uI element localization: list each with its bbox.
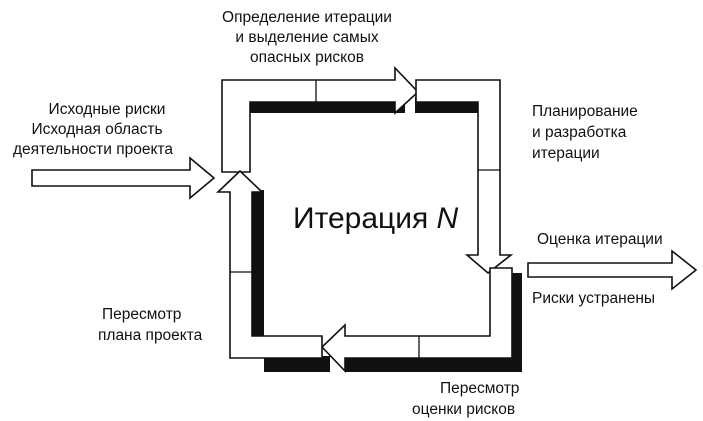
label-line: оценки рисков bbox=[412, 401, 515, 418]
output-arrow bbox=[527, 249, 698, 291]
label-line: итерации bbox=[532, 145, 600, 162]
top-arrow bbox=[221, 66, 420, 173]
left-arrow bbox=[216, 169, 323, 359]
label-iteration-assessment: Оценка итерации bbox=[537, 231, 663, 248]
label-planning: Планирование и разработка итерации bbox=[532, 103, 638, 162]
label-risk-assessment-review: Пересмотр оценки рисков bbox=[412, 380, 519, 418]
center-title: Итерация N bbox=[293, 202, 459, 235]
label-line: Планирование bbox=[532, 103, 638, 120]
label-line: Пересмотр bbox=[102, 306, 181, 323]
right-arrow bbox=[415, 79, 514, 275]
label-line: и разработка bbox=[532, 124, 627, 141]
label-line: Исходные риски bbox=[49, 101, 166, 118]
bottom-arrow bbox=[320, 267, 513, 373]
label-line: Определение итерации bbox=[222, 9, 392, 26]
label-line: опасных рисков bbox=[250, 49, 364, 66]
label-line: Исходная область bbox=[31, 121, 162, 138]
label-line: Пересмотр bbox=[440, 380, 519, 397]
label-line: и выделение самых bbox=[235, 29, 378, 46]
label-line: деятельности проекта bbox=[13, 141, 173, 158]
label-initial-risks: Исходные риски Исходная область деятельн… bbox=[13, 101, 173, 158]
label-plan-review: Пересмотр плана проекта bbox=[98, 306, 203, 344]
label-line: плана проекта bbox=[98, 327, 203, 344]
input-arrow bbox=[31, 156, 216, 200]
label-risks-eliminated: Риски устранены bbox=[532, 290, 655, 307]
label-define-iteration: Определение итерации и выделение самых о… bbox=[222, 9, 392, 66]
